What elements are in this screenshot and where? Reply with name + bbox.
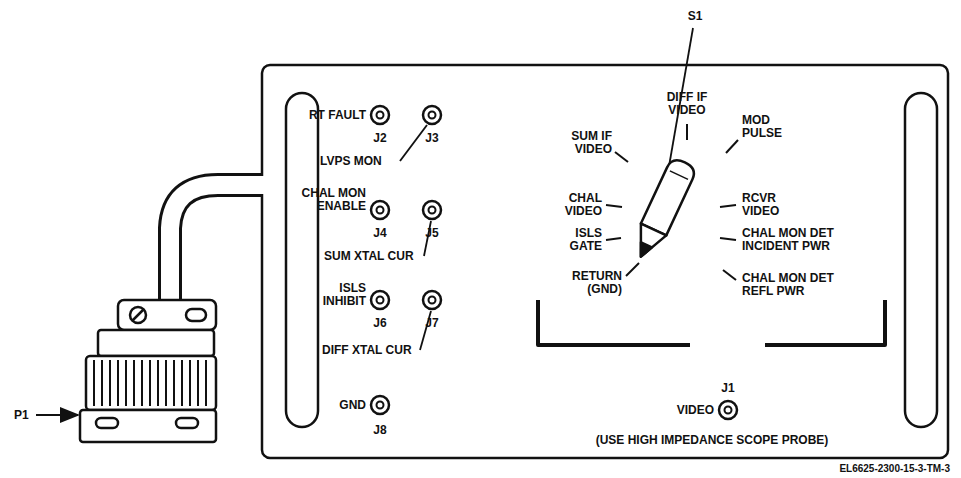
switch-position: SUM IF VIDEO [552,130,612,156]
jack-designator: J2 [373,132,386,145]
jack-designator: J5 [425,227,438,240]
jack [719,401,737,419]
rotary-switch-knob [628,156,697,262]
jack [423,106,441,124]
note: (USE HIGH IMPEDANCE SCOPE PROBE) [596,434,829,447]
jack-designator: J7 [425,317,438,330]
jack [423,201,441,219]
jack-designator: J4 [373,227,386,240]
signal-name: LVPS MON [320,155,382,168]
jack-designator: J8 [373,424,386,437]
jack-designator: J3 [425,132,438,145]
switch-position-ticks [606,124,738,280]
jack-designator: J6 [373,317,386,330]
test-panel [262,65,948,458]
signal-name: GND [339,399,366,412]
switch-position: MOD PULSE [742,114,802,140]
jack [371,396,389,414]
switch-position: CHAL MON DET INCIDENT PWR [742,227,872,253]
leader-lines [400,28,693,350]
callout-number: S1 [688,10,703,23]
switch-position: DIFF IF VIDEO [652,91,722,117]
switch-position: CHAL VIDEO [552,192,602,218]
signal-name: RT FAULT [309,109,366,122]
jack [371,106,389,124]
switch-position: ISLS GATE [552,227,602,253]
jack-designator: J1 [721,382,734,395]
jack [371,201,389,219]
bracket [765,300,885,345]
signal-name: VIDEO [677,404,714,417]
callout-leader [36,414,78,416]
handle-slot [905,93,937,427]
figure-number: EL6625-2300-15-3-TM-3 [839,462,950,475]
signal-name: CHAL MON ENABLE [286,187,366,213]
signal-name: ISLS INHIBIT [296,282,366,308]
callout-number: P1 [14,409,29,422]
switch-position: RETURN (GND) [552,270,622,296]
switch-position: RCVR VIDEO [742,192,792,218]
signal-name: SUM XTAL CUR [324,250,414,263]
jack [423,291,441,309]
jack [371,291,389,309]
signal-name: DIFF XTAL CUR [322,344,412,357]
connector-p1 [80,300,216,442]
switch-position: CHAL MON DET REFL PWR [742,272,862,298]
bracket [538,300,690,345]
handle-slot [286,93,318,427]
